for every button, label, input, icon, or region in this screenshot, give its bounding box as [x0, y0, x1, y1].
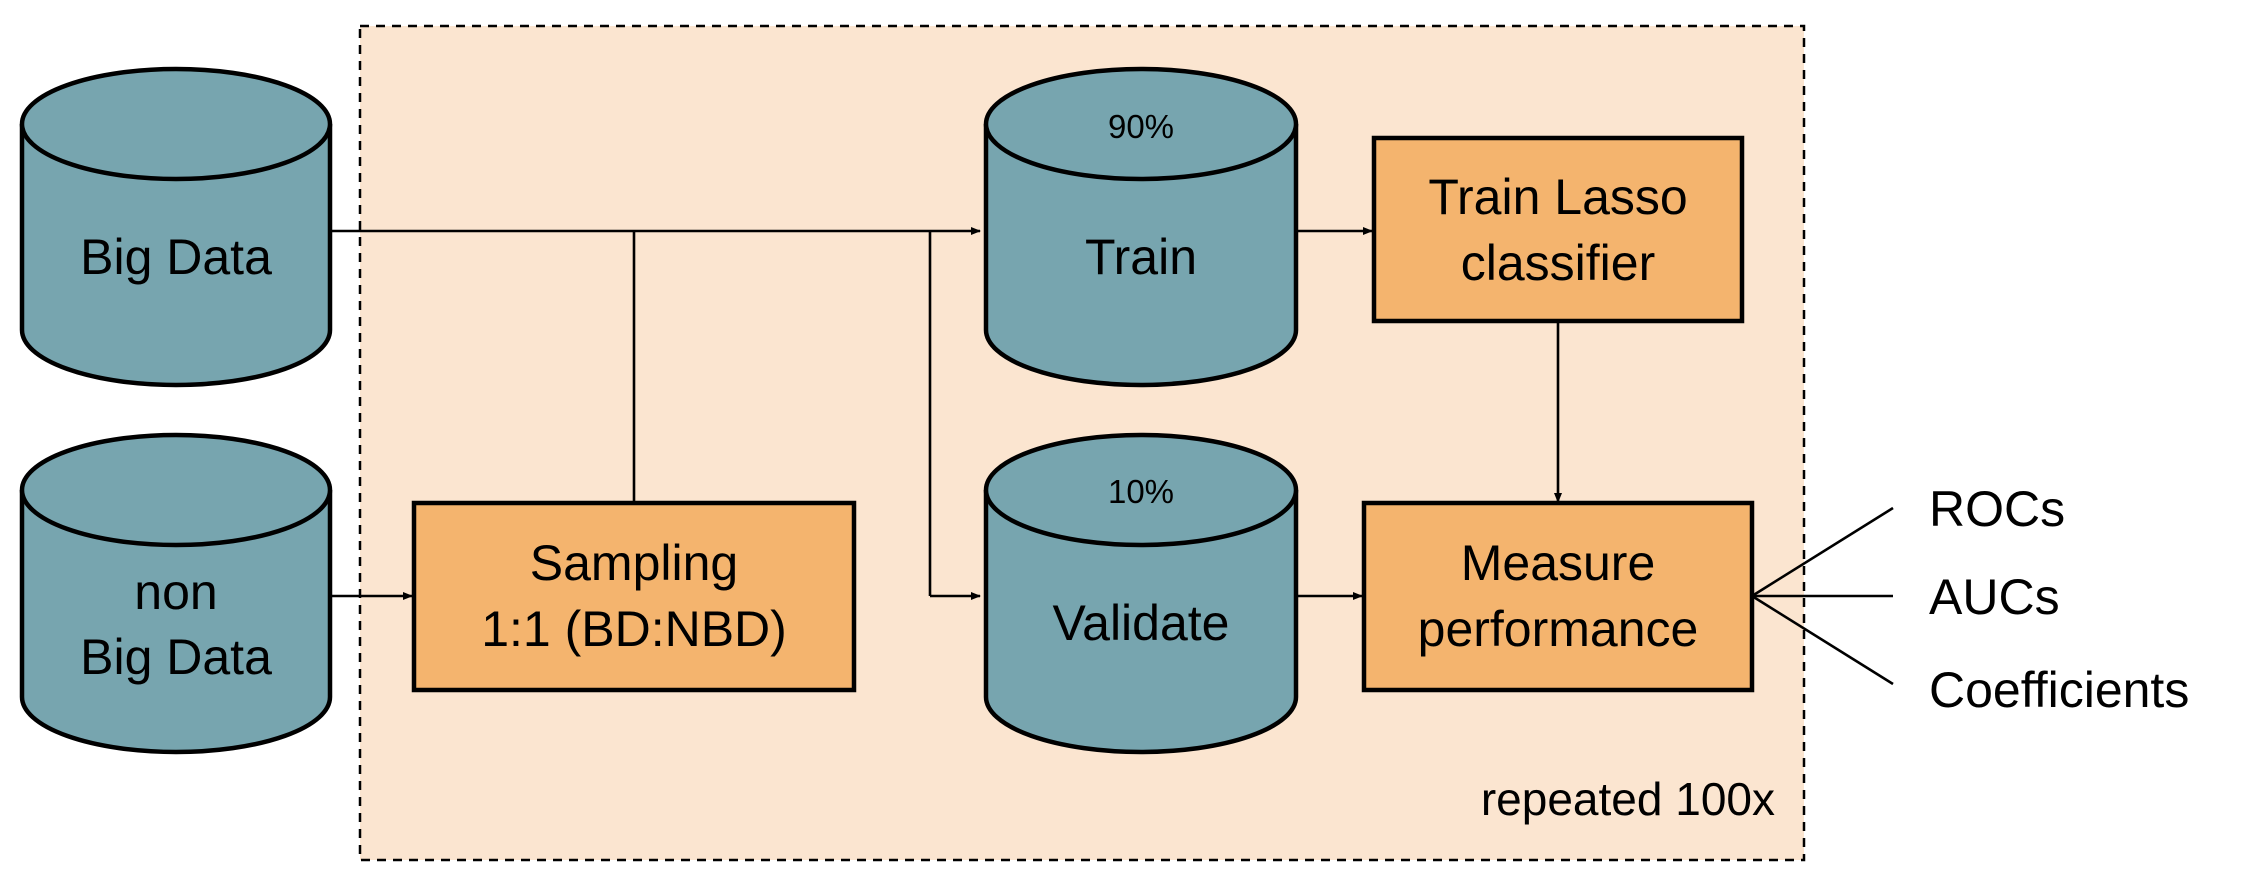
- output-coefficients: Coefficients: [1929, 662, 2189, 718]
- sampling-label-line2: 1:1 (BD:NBD): [481, 601, 787, 657]
- big-data-label: Big Data: [80, 229, 272, 285]
- sampling-label-line1: Sampling: [530, 535, 738, 591]
- train-cylinder-body: [983, 124, 1299, 388]
- measure-label-line1: Measure: [1461, 535, 1656, 591]
- validate-database: 10% Validate: [983, 432, 1299, 755]
- measure-to-coefficients: [1751, 594, 1894, 686]
- validate-cylinder-top: [983, 432, 1299, 548]
- validate-label: Validate: [1053, 595, 1230, 651]
- non-big-data-label-line1: non: [134, 564, 217, 620]
- measure-box: [1361, 500, 1755, 693]
- big-data-cylinder-body: [19, 124, 333, 388]
- non-big-data-cylinder-top: [19, 432, 333, 548]
- outputs: ROCs AUCs Coefficients: [1929, 481, 2189, 718]
- train-cylinder-top: [983, 66, 1299, 182]
- sampling-box: [411, 500, 857, 693]
- measure-to-rocs: [1751, 506, 1894, 598]
- train-lasso-box: [1371, 135, 1745, 324]
- train-label: Train: [1085, 229, 1197, 285]
- output-rocs: ROCs: [1929, 481, 2065, 537]
- validate-percent: 10%: [1108, 473, 1174, 510]
- big-data-cylinder-top: [19, 66, 333, 182]
- sampling-process: Sampling 1:1 (BD:NBD): [411, 500, 857, 693]
- connectors: [330, 227, 1894, 686]
- train-lasso-label-line2: classifier: [1461, 235, 1655, 291]
- train-lasso-process: Train Lasso classifier: [1371, 135, 1745, 324]
- output-aucs: AUCs: [1929, 569, 2060, 625]
- non-big-data-label-line2: Big Data: [80, 629, 272, 685]
- measure-label-line2: performance: [1418, 601, 1699, 657]
- measure-process: Measure performance: [1361, 500, 1755, 693]
- non-big-data-database: non Big Data: [19, 432, 333, 755]
- train-database: 90% Train: [983, 66, 1299, 388]
- validate-cylinder-body: [983, 490, 1299, 755]
- repeat-label: repeated 100x: [1481, 773, 1775, 825]
- train-percent: 90%: [1108, 108, 1174, 145]
- non-big-data-cylinder-body: [19, 490, 333, 755]
- big-data-database: Big Data: [19, 66, 333, 388]
- train-lasso-label-line1: Train Lasso: [1428, 169, 1687, 225]
